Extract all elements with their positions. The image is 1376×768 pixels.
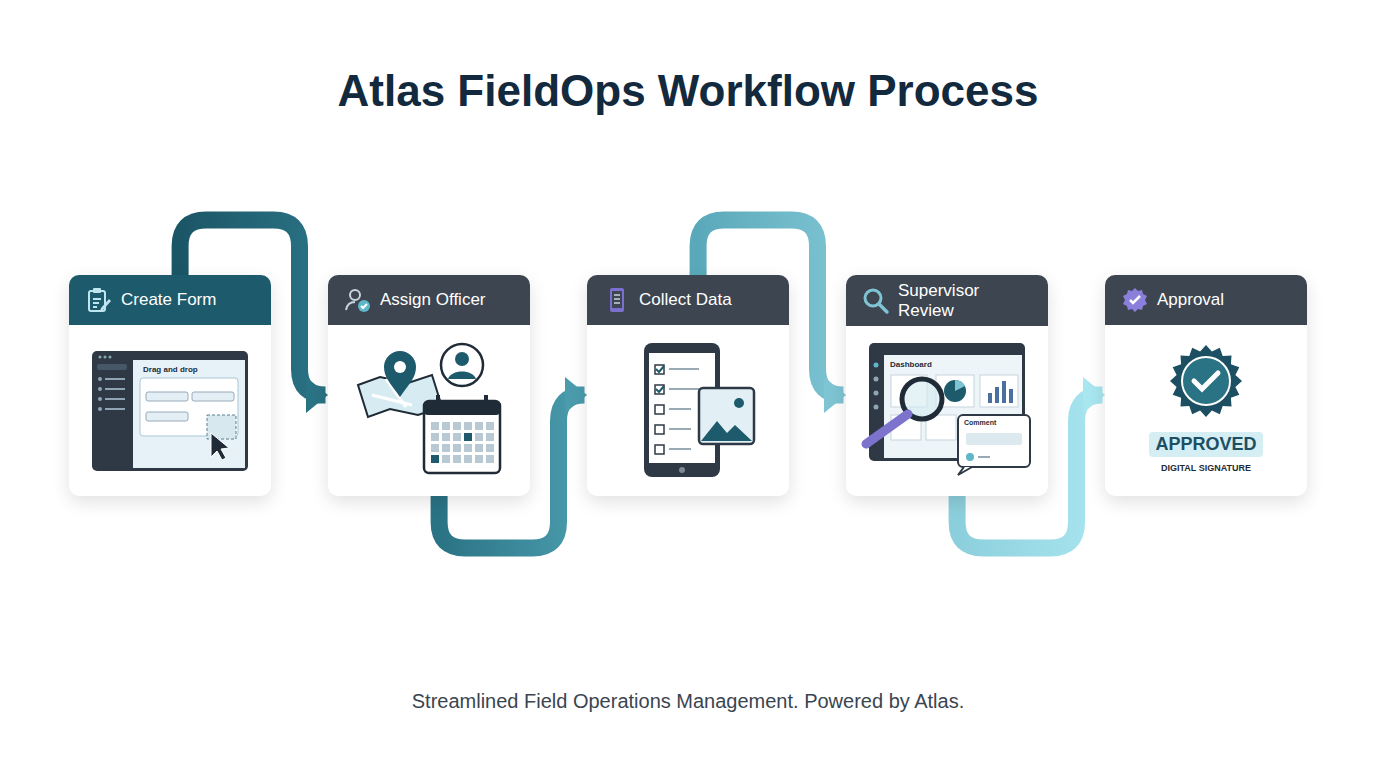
illustration-label: APPROVED: [1149, 432, 1262, 457]
card-title: Assign Officer: [380, 290, 486, 310]
card-header: Approval: [1105, 275, 1307, 325]
arrow-head: [565, 377, 587, 413]
illustration-label: Comment: [964, 419, 996, 426]
card-header: Create Form: [69, 275, 271, 325]
card-header: Assign Officer: [328, 275, 530, 325]
arrow-head: [306, 377, 328, 413]
process-card: ApprovalAPPROVED DIGITAL SIGNATURE: [1105, 275, 1307, 496]
process-card: Assign Officer: [328, 275, 530, 496]
process-card: Collect Data: [587, 275, 789, 496]
illustration-label: DIGITAL SIGNATURE: [1161, 463, 1251, 473]
arrow-head: [1083, 377, 1105, 413]
illustration-label: Dashboard: [890, 360, 932, 369]
arrow-head: [824, 377, 846, 413]
diagram-caption: Streamlined Field Operations Management.…: [0, 690, 1376, 713]
process-card: Create FormDrag and drop: [69, 275, 271, 496]
process-card: Supervisor ReviewDashboardComment: [846, 275, 1048, 496]
card-title: Create Form: [121, 290, 216, 310]
card-title: Supervisor Review: [898, 281, 1038, 320]
card-header: Collect Data: [587, 275, 789, 325]
card-title: Collect Data: [639, 290, 732, 310]
illustration-label: Drag and drop: [143, 365, 198, 374]
card-title: Approval: [1157, 290, 1224, 310]
card-header: Supervisor Review: [846, 275, 1048, 326]
diagram-title: Atlas FieldOps Workflow Process: [0, 66, 1376, 116]
